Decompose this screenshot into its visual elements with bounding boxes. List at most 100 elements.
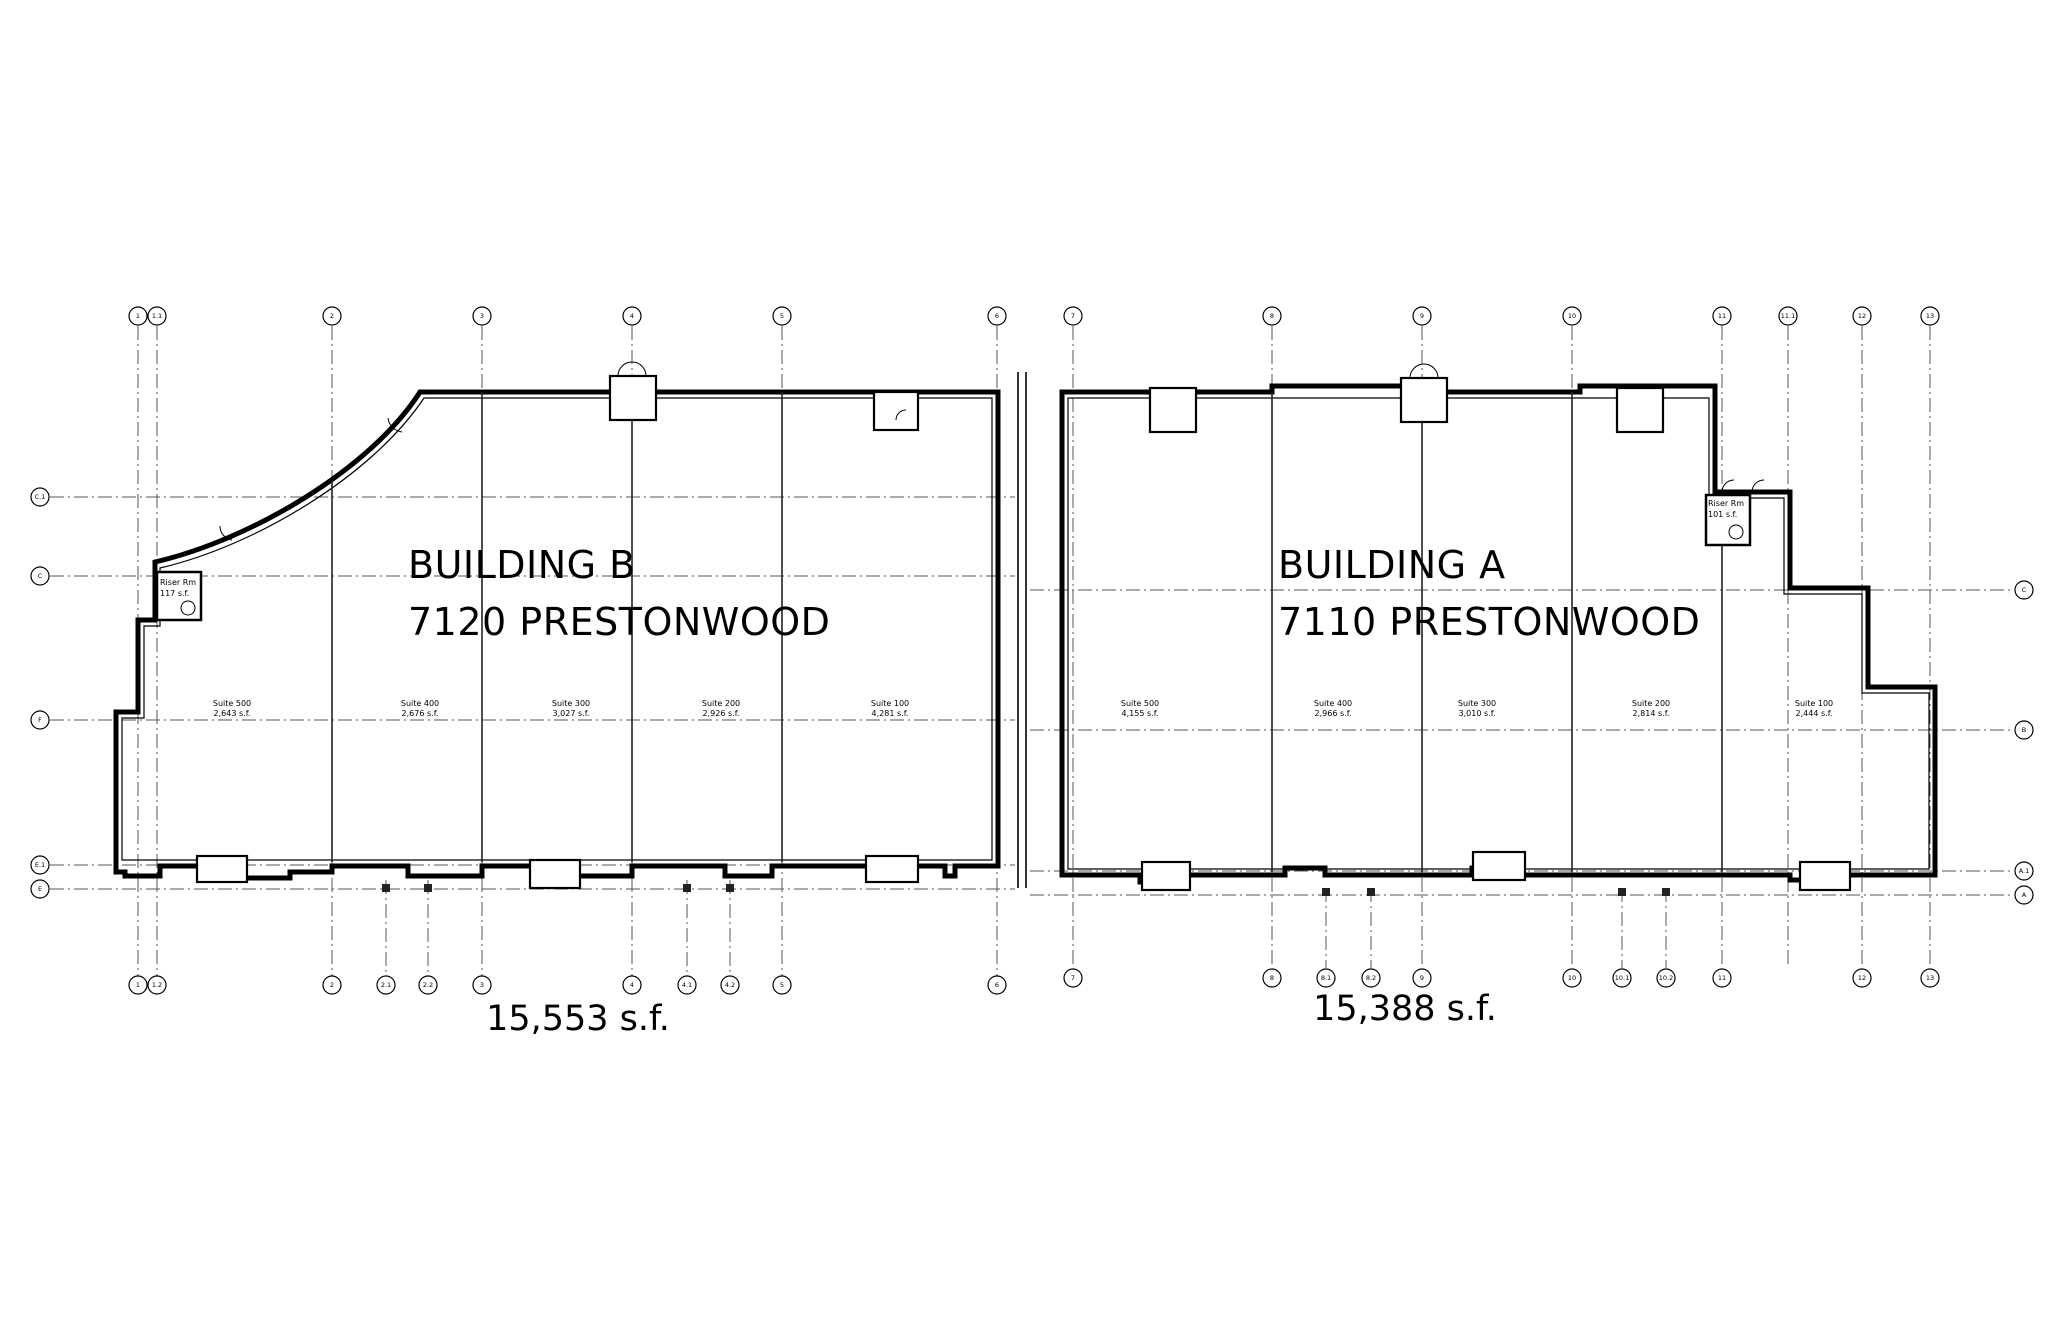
grid-bubble-label: 9 bbox=[1420, 974, 1424, 982]
grid-bubble-label: 3 bbox=[480, 981, 484, 989]
riser-room-label: Riser Rm bbox=[1708, 499, 1744, 508]
grid-bubble-label: 5 bbox=[780, 312, 784, 320]
grid-bubble: A bbox=[2014, 885, 2034, 905]
grid-bubble: 1.2 bbox=[147, 975, 167, 995]
riser-symbol-icon bbox=[1728, 524, 1744, 540]
grid-bubble: 8 bbox=[1262, 306, 1282, 326]
grid-bubble-label: 9 bbox=[1420, 312, 1424, 320]
suite-100-a: Suite 100 2,444 s.f. bbox=[1795, 699, 1833, 718]
suite-name: Suite 500 bbox=[213, 699, 251, 708]
building-b: Riser Rm 117 s.f. Suite 500 bbox=[113, 361, 1001, 1039]
suite-name: Suite 300 bbox=[552, 699, 590, 708]
grid-bubble: 10 bbox=[1562, 968, 1582, 988]
door-swing-icon bbox=[387, 417, 403, 433]
suite-name: Suite 100 bbox=[1795, 699, 1833, 708]
grid-bubble-label: 10 bbox=[1568, 312, 1576, 320]
grid-bubble-label: 2 bbox=[330, 312, 334, 320]
grid-bubble-label: 4.2 bbox=[725, 981, 735, 989]
riser-room-a bbox=[1704, 493, 1752, 547]
grid-bubble-label: 8 bbox=[1270, 974, 1274, 982]
suite-400-b: Suite 400 2,676 s.f. bbox=[401, 699, 439, 718]
riser-room-area: 117 s.f. bbox=[160, 589, 189, 598]
suite-area: 2,814 s.f. bbox=[1633, 709, 1670, 718]
grid-bubble-label: E.1 bbox=[35, 861, 45, 869]
grid-bubble: 4 bbox=[622, 306, 642, 326]
grid-bubble-label: 10.2 bbox=[1659, 974, 1673, 982]
door-swing-icon bbox=[1721, 479, 1765, 493]
suite-area: 2,444 s.f. bbox=[1796, 709, 1833, 718]
suite-area: 2,966 s.f. bbox=[1315, 709, 1352, 718]
grid-bubble: 4 bbox=[622, 975, 642, 995]
riser-room-label: Riser Rm bbox=[160, 578, 196, 587]
building-a: Riser Rm 101 s.f. Suite 500 4,155 s.f. bbox=[1059, 363, 1938, 1029]
riser-symbol-icon bbox=[180, 600, 196, 616]
grid-bubble-label: 4 bbox=[630, 312, 634, 320]
suite-500-a: Suite 500 4,155 s.f. bbox=[1121, 699, 1159, 718]
grid-bubble: 2 bbox=[322, 975, 342, 995]
door-swing-icon bbox=[219, 525, 233, 541]
grid-bubble-label: 4 bbox=[630, 981, 634, 989]
grid-bubble: 11 bbox=[1712, 306, 1732, 326]
grid-bubble-label: 8 bbox=[1270, 312, 1274, 320]
suite-name: Suite 400 bbox=[401, 699, 439, 708]
grid-bubble-label: 7 bbox=[1071, 312, 1075, 320]
suite-area: 4,155 s.f. bbox=[1122, 709, 1159, 718]
grid-bubble: 9 bbox=[1412, 968, 1432, 988]
grid-bubble-label: 6 bbox=[995, 981, 999, 989]
suite-name: Suite 400 bbox=[1314, 699, 1352, 708]
grid-bubble-label: B bbox=[2022, 726, 2026, 734]
grid-bubble-label: 2.2 bbox=[423, 981, 433, 989]
grid-bubble-label: 7 bbox=[1071, 974, 1075, 982]
suite-name: Suite 300 bbox=[1458, 699, 1496, 708]
grid-bubble: 6 bbox=[987, 306, 1007, 326]
grid-bubble-label: A.1 bbox=[2019, 867, 2030, 875]
grid-bubble: 7 bbox=[1063, 968, 1083, 988]
grid-bubble-label: 11 bbox=[1718, 312, 1726, 320]
building-b-total-area: 15,553 s.f. bbox=[486, 999, 670, 1039]
suite-name: Suite 200 bbox=[1632, 699, 1670, 708]
grid-bubble: 3 bbox=[472, 306, 492, 326]
suite-area: 2,926 s.f. bbox=[703, 709, 740, 718]
grid-bubble: 8.2 bbox=[1361, 968, 1381, 988]
grid-bubble: 12 bbox=[1852, 968, 1872, 988]
grid-bubble-label: 1 bbox=[136, 981, 140, 989]
grid-bubble: 13 bbox=[1920, 306, 1940, 326]
grid-bubble: B bbox=[2014, 720, 2034, 740]
grid-bubble: C.1 bbox=[30, 487, 50, 507]
grid-bubble-label: 3 bbox=[480, 312, 484, 320]
grid-bubble-label: 2.1 bbox=[381, 981, 391, 989]
grid-bubble: 4.2 bbox=[720, 975, 740, 995]
grid-bubble: A.1 bbox=[2014, 861, 2034, 881]
suite-300-a: Suite 300 3,010 s.f. bbox=[1458, 699, 1496, 718]
grid-bubble-label: 13 bbox=[1926, 974, 1934, 982]
grid-bubble-label: 6 bbox=[995, 312, 999, 320]
grid-bubble: 10.1 bbox=[1612, 968, 1632, 988]
grid-bubble-label: 4.1 bbox=[682, 981, 692, 989]
building-a-title: BUILDING A bbox=[1278, 543, 1506, 587]
grid-bubble: 11.1 bbox=[1778, 306, 1798, 326]
grid-bubble: 3 bbox=[472, 975, 492, 995]
vestibule-top-4 bbox=[608, 361, 658, 422]
grid-bubble: 11 bbox=[1712, 968, 1732, 988]
grid-bubble-label: 1.1 bbox=[152, 312, 162, 320]
suite-200-a: Suite 200 2,814 s.f. bbox=[1632, 699, 1670, 718]
suite-area: 2,676 s.f. bbox=[402, 709, 439, 718]
suite-100-b: Suite 100 4,281 s.f. bbox=[871, 699, 909, 718]
grid-bubble-label: E bbox=[38, 885, 42, 893]
grid-bubble: C bbox=[2014, 580, 2034, 600]
suite-400-a: Suite 400 2,966 s.f. bbox=[1314, 699, 1352, 718]
grid-bubble-label: 8.1 bbox=[1321, 974, 1331, 982]
grid-bubble: 5 bbox=[772, 975, 792, 995]
grid-bubble: C bbox=[30, 566, 50, 586]
suite-300-b: Suite 300 3,027 s.f. bbox=[552, 699, 590, 718]
grid-bubble: 5 bbox=[772, 306, 792, 326]
vestibule-bottom bbox=[195, 854, 920, 890]
grid-bubble: 6 bbox=[987, 975, 1007, 995]
grid-bubble: 7 bbox=[1063, 306, 1083, 326]
vestibule-top-5 bbox=[872, 390, 920, 432]
suite-area: 3,027 s.f. bbox=[553, 709, 590, 718]
grid-bubble: 9 bbox=[1412, 306, 1432, 326]
grid-bubble-label: C.1 bbox=[35, 493, 46, 501]
